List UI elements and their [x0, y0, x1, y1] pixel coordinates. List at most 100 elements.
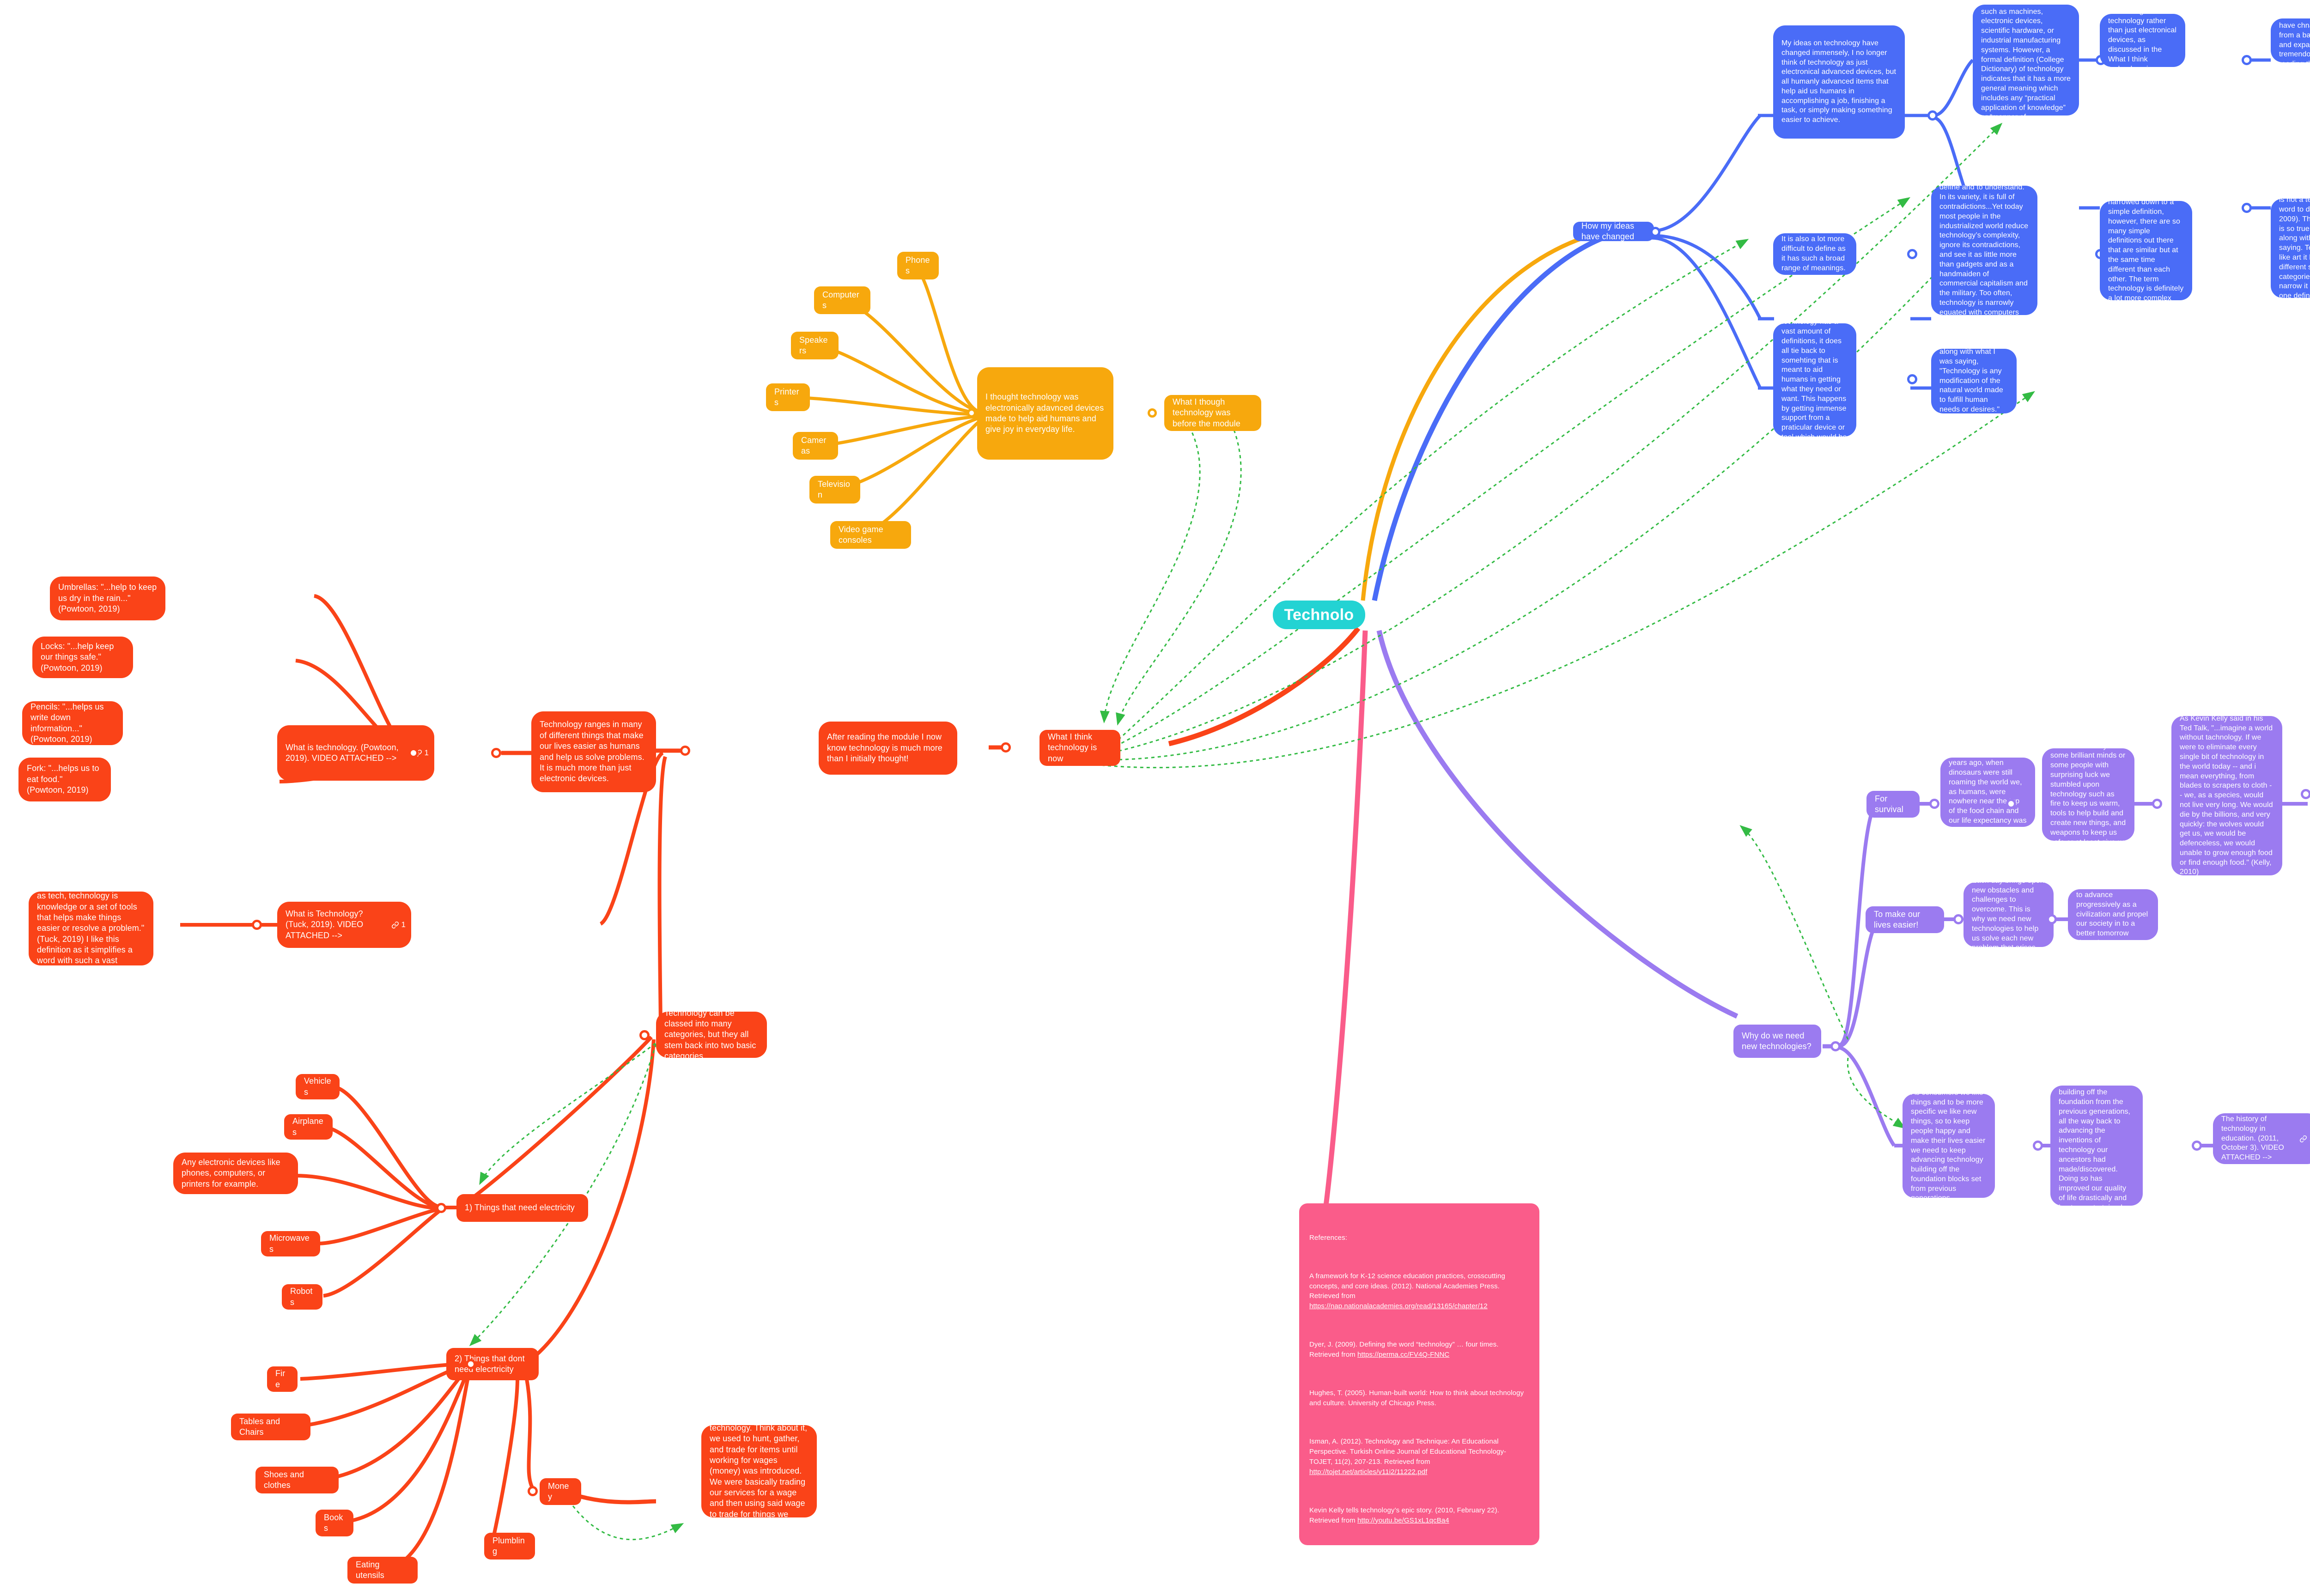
survival-node-3[interactable]: As Kevin Kelly said in his Ted Talk, "..… — [2171, 716, 2282, 875]
blue-node-10[interactable]: This definition goes along with what I w… — [1931, 349, 2017, 413]
before-item-cameras[interactable]: Cameras — [793, 432, 838, 460]
link-icon — [2300, 1135, 2307, 1142]
port-easier-1[interactable] — [2047, 914, 2057, 924]
blue-node-8[interactable]: "Technology, like ”art,” is not a terrib… — [2271, 199, 2310, 298]
port-classed[interactable] — [639, 1030, 650, 1040]
port-blue-3[interactable] — [2242, 55, 2252, 65]
branch-what-i-think-now[interactable]: What I think technology is now — [1040, 730, 1120, 766]
survival-node-1[interactable]: Think about millions of years ago, when … — [1940, 758, 2035, 827]
port-cat1[interactable] — [436, 1203, 446, 1213]
port-consumers-1[interactable] — [2033, 1141, 2043, 1151]
consumers-node-2[interactable]: We have been building off the foundation… — [2050, 1086, 2143, 1206]
easier-node-1[interactable]: Each day brings upon new obstacles and c… — [1964, 882, 2054, 947]
attachment-badge[interactable]: 1 — [391, 920, 406, 930]
branch-before-module[interactable]: What I though technology was before the … — [1164, 395, 1261, 431]
consumers-node-1[interactable]: As consumers we like things and to be mo… — [1903, 1094, 1995, 1198]
blue-node-1[interactable]: My ideas on technology have changed imme… — [1773, 25, 1905, 139]
cat1-item-airplanes[interactable]: Airplanes — [284, 1114, 333, 1140]
before-item-printers[interactable]: Printers — [766, 383, 810, 411]
category-2-node[interactable]: 2) Things that dont need elecrtricity — [446, 1348, 539, 1380]
cat1-item-microwaves[interactable]: Microwaves — [261, 1231, 320, 1256]
tech-ranges-text: Technology ranges in many of different t… — [540, 720, 644, 783]
port-consumers-2[interactable] — [2192, 1141, 2202, 1151]
powtoon-video-node[interactable]: What is technology. (Powtoon, 2019). VID… — [277, 725, 434, 781]
blue-node-8-text: "Technology, like ”art,” is not a terrib… — [2279, 199, 2310, 298]
blue-node-5[interactable]: It is also a lot more difficult to defin… — [1773, 233, 1856, 275]
port-blue-7[interactable] — [2242, 203, 2252, 213]
branch-why-new-tech[interactable]: Why do we need new technologies? — [1733, 1025, 1821, 1058]
blue-node-2[interactable]: "When people think of “technology,” they… — [1973, 5, 2079, 115]
before-module-summary-text: I thought technology was electronically … — [985, 392, 1104, 434]
cat2-item-money[interactable]: Money — [540, 1478, 581, 1505]
for-survival-node[interactable]: For survival — [1866, 791, 1920, 818]
powtoon-node-text: What is technology. (Powtoon, 2019). VID… — [286, 742, 399, 763]
before-item-computers[interactable]: Computers — [814, 286, 870, 314]
port-tuck[interactable] — [252, 920, 262, 930]
blue-node-5-text: It is also a lot more difficult to defin… — [1781, 235, 1846, 272]
port-survival[interactable] — [1929, 799, 1939, 809]
cat2-item-tables[interactable]: Tables and Chairs — [231, 1414, 310, 1440]
port-blue-5[interactable] — [1907, 249, 1917, 259]
reference-entry[interactable]: Isman, A. (2012). Technology and Techniq… — [1309, 1438, 1507, 1476]
classed-node[interactable]: Technology can be classed into many cate… — [656, 1012, 767, 1058]
money-note-node[interactable]: Even money is technology. Think about it… — [701, 1425, 817, 1517]
cat1-item-robots[interactable]: Robots — [282, 1284, 322, 1310]
port-blue-1[interactable] — [1927, 110, 1938, 121]
history-video-node[interactable]: The history of technology in education. … — [2213, 1113, 2310, 1164]
port-survival-3[interactable] — [2301, 789, 2310, 799]
category-1-node[interactable]: 1) Things that need electricity — [456, 1194, 588, 1222]
port-powtoon[interactable] — [408, 748, 419, 758]
attachment-count: 1 — [401, 920, 406, 929]
blue-node-6[interactable]: "Technology is messy and complex. It is … — [1931, 186, 2037, 315]
survival-node-2[interactable]: However, thanks to the the discovery of … — [2042, 748, 2134, 841]
before-module-summary[interactable]: I thought technology was electronically … — [977, 367, 1113, 460]
blue-node-7[interactable]: I want to say that I have technology nar… — [2100, 201, 2192, 300]
before-item-speakers[interactable]: Speakers — [791, 332, 839, 359]
port-why[interactable] — [1830, 1041, 1841, 1051]
port-easier[interactable] — [1953, 914, 1964, 924]
cat2-item-utensils[interactable]: Eating utensils — [347, 1557, 418, 1584]
port-ranges[interactable] — [491, 748, 501, 758]
reference-entry[interactable]: Kevin Kelly tells technology’s epic stor… — [1309, 1506, 1502, 1524]
port-now[interactable] — [1001, 742, 1011, 752]
powtoon-child-fork[interactable]: Fork: "...helps us to eat food." (Powtoo… — [18, 758, 111, 801]
reference-entry[interactable]: Dyer, J. (2009). Defining the word “tech… — [1309, 1341, 1501, 1359]
cat2-item-books[interactable]: Books — [316, 1510, 353, 1536]
powtoon-child-umbrellas[interactable]: Umbrellas: "...help to keep us dry in th… — [50, 577, 165, 620]
after-module-node[interactable]: After reading the module I now know tech… — [819, 722, 957, 775]
port-before-items[interactable] — [967, 408, 976, 418]
cat1-item-vehicles[interactable]: Vehicles — [296, 1074, 340, 1099]
port-blue-9[interactable] — [1907, 374, 1917, 384]
port-after-module[interactable] — [680, 746, 690, 756]
before-item-television[interactable]: Television — [809, 476, 860, 504]
port-before-module[interactable] — [1148, 408, 1157, 418]
port-money[interactable] — [528, 1486, 538, 1496]
survival-node-3-text: As Kevin Kelly said in his Ted Talk, "..… — [2180, 716, 2273, 875]
cat1-item-electronics[interactable]: Any electronic devices like phones, comp… — [173, 1153, 298, 1194]
blue-node-9[interactable]: Although technology has a vast amount of… — [1773, 323, 1856, 437]
blue-node-3[interactable]: This means that there are so many more t… — [2100, 14, 2185, 67]
references-panel[interactable]: References: A framework for K-12 science… — [1299, 1203, 1539, 1545]
powtoon-child-locks[interactable]: Locks: "...help keep our things safe." (… — [32, 637, 133, 678]
before-item-phones[interactable]: Phones — [897, 252, 939, 279]
easier-node-2[interactable]: This will help humans to advance progres… — [2068, 889, 2158, 940]
powtoon-child-pencils[interactable]: Pencils: "...helps us write down informa… — [22, 701, 123, 745]
port-survival-1[interactable] — [2006, 799, 2016, 809]
tuck-video-node[interactable]: What is Technology? (Tuck, 2019). VIDEO … — [277, 902, 411, 948]
tuck-child-node[interactable]: "...sometimes abbreviated as tech, techn… — [29, 892, 153, 965]
branch-how-ideas-changed[interactable]: How my ideas have changed — [1573, 222, 1654, 241]
root-node[interactable]: What is Technology? — [1273, 601, 1365, 629]
port-how-ideas[interactable] — [1650, 227, 1660, 237]
lives-easier-node[interactable]: To make our lives easier! — [1866, 906, 1944, 933]
blue-node-4[interactable]: That is how my ideas have chnage, it wen… — [2271, 18, 2310, 62]
cat2-item-plumbling[interactable]: Plumbling — [484, 1533, 535, 1560]
attachment-badge[interactable]: 1 — [2299, 1134, 2310, 1144]
reference-entry[interactable]: Hughes, T. (2005). Human-built world: Ho… — [1309, 1389, 1526, 1407]
port-cat2[interactable] — [466, 1359, 476, 1369]
before-item-consoles[interactable]: Video game consoles — [830, 521, 911, 549]
cat2-item-shoes[interactable]: Shoes and clothes — [255, 1467, 339, 1493]
port-survival-2[interactable] — [2152, 799, 2162, 809]
reference-entry[interactable]: A framework for K-12 science education p… — [1309, 1272, 1508, 1310]
tech-ranges-node[interactable]: Technology ranges in many of different t… — [531, 711, 656, 792]
cat2-item-fire[interactable]: Fire — [267, 1366, 298, 1392]
